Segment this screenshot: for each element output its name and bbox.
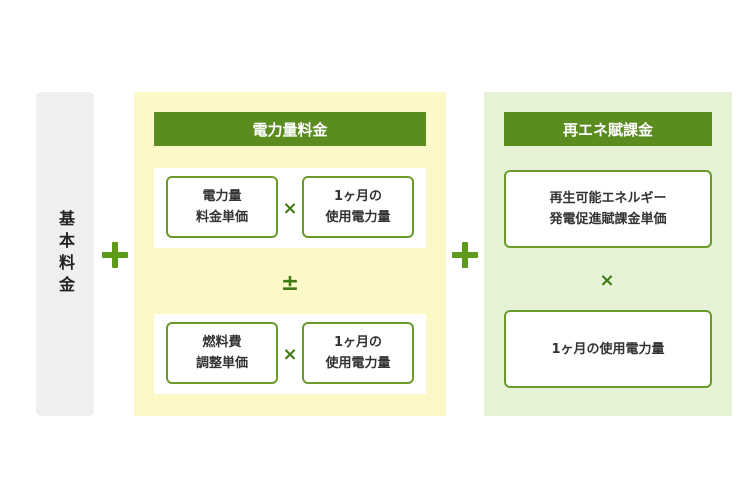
fuel-adjustment-box: 燃料費 調整単価 — [166, 322, 278, 384]
plus-icon — [452, 242, 478, 268]
base-fee-box: 基本料金 — [36, 92, 94, 416]
renewable-levy-title: 再エネ賦課金 — [504, 112, 712, 146]
multiply-icon: × — [599, 269, 615, 291]
multiply-icon: × — [282, 197, 298, 219]
multiply-icon: × — [282, 343, 298, 365]
plus-minus-icon: ± — [280, 270, 300, 296]
power-charge-title: 電力量料金 — [154, 112, 426, 146]
monthly-usage-box: 1ヶ月の 使用電力量 — [302, 176, 414, 238]
plus-icon — [102, 242, 128, 268]
levy-monthly-usage-box: 1ヶ月の使用電力量 — [504, 310, 712, 388]
monthly-usage-box: 1ヶ月の 使用電力量 — [302, 322, 414, 384]
base-fee-label: 基本料金 — [56, 210, 75, 298]
unit-price-box: 電力量 料金単価 — [166, 176, 278, 238]
levy-unit-price-box: 再生可能エネルギー 発電促進賦課金単価 — [504, 170, 712, 248]
